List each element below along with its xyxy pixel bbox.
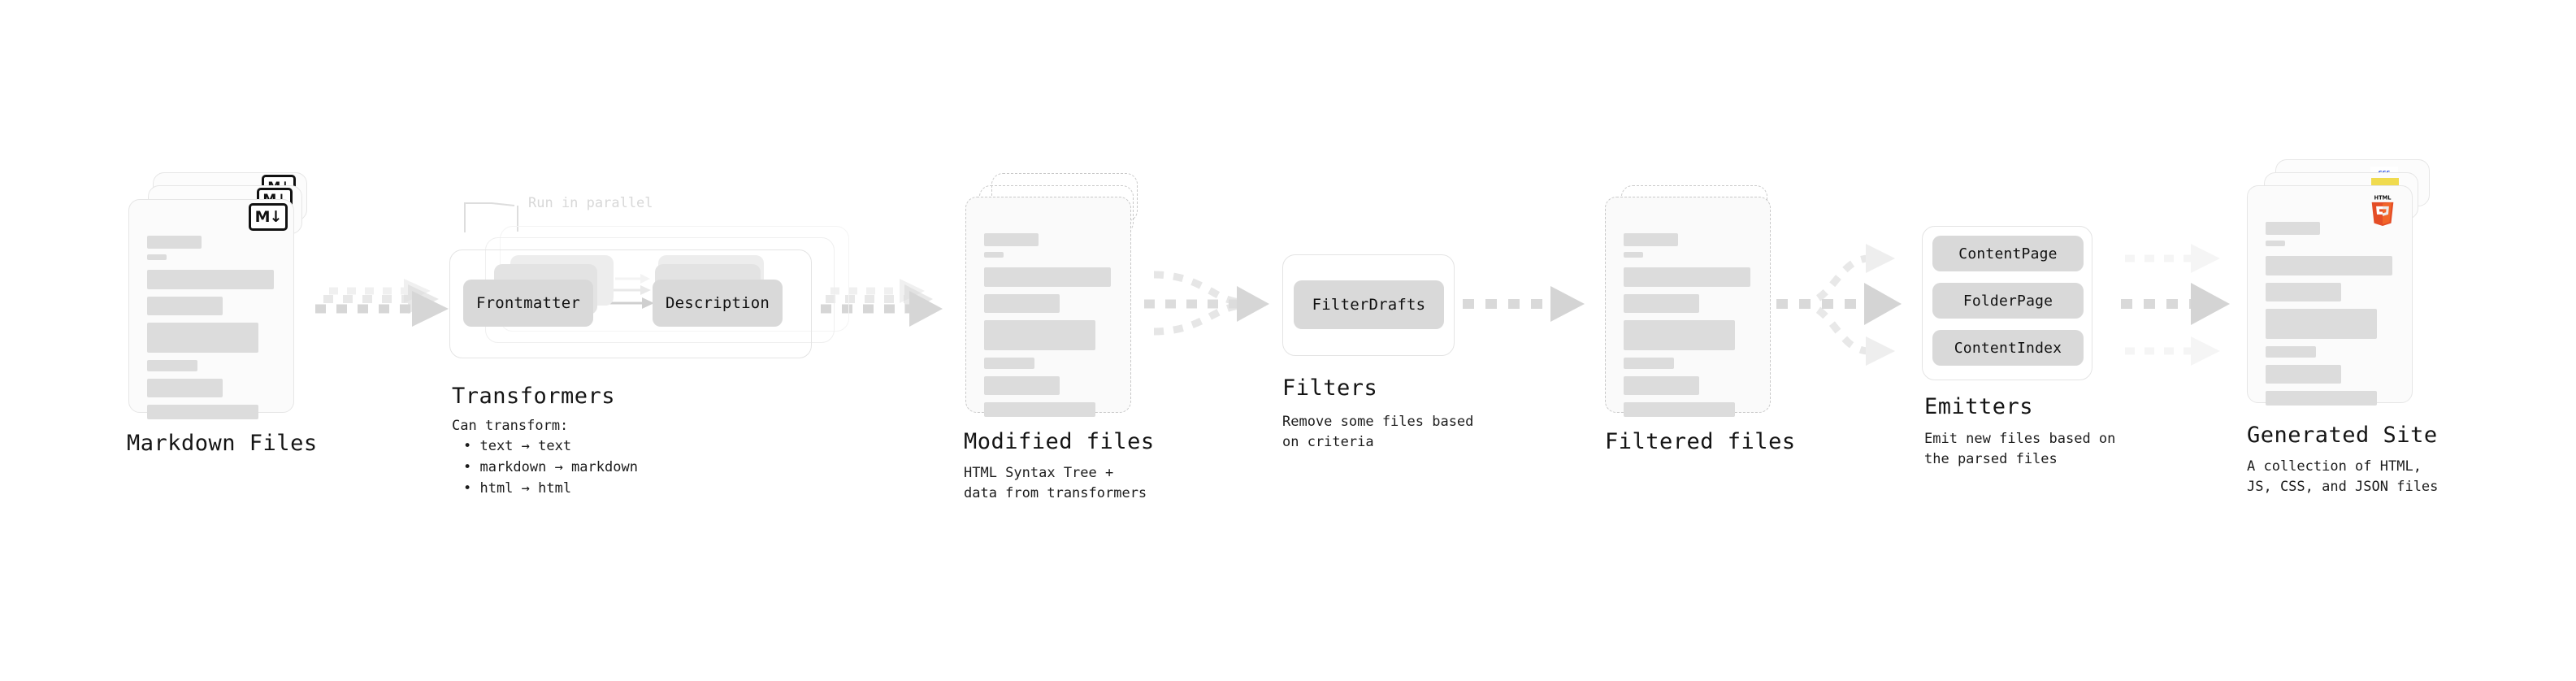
emitter-chip-folderpage[interactable]: FolderPage (1932, 283, 2084, 319)
transformer-chip-description[interactable]: Description (653, 280, 783, 327)
emitters-description: Emit new files based on the parsed files (1924, 431, 2116, 467)
placeholder-line (147, 236, 202, 249)
placeholder-line (147, 270, 274, 289)
emitter-chip-contentindex[interactable]: ContentIndex (1932, 330, 2084, 366)
transformers-bullet-1: • markdown → markdown (463, 459, 638, 475)
placeholder-line (147, 323, 258, 353)
placeholder-line (1624, 358, 1674, 369)
placeholder-line (2266, 283, 2341, 301)
placeholder-line (1624, 294, 1699, 313)
transformers-description: Can transform: (452, 418, 569, 434)
placeholder-line (984, 320, 1095, 350)
arrow-filtered-to-emitters (1776, 244, 1902, 366)
filtered-card-front (1605, 197, 1771, 417)
placeholder-line (2266, 241, 2285, 246)
filtered-card-lines (1624, 233, 1757, 424)
run-in-parallel-label: Run in parallel (528, 195, 653, 211)
placeholder-line (147, 405, 258, 419)
placeholder-line (1624, 402, 1735, 417)
placeholder-line (147, 297, 223, 315)
emitter-chip-contentpage[interactable]: ContentPage (1932, 236, 2084, 271)
placeholder-line (2266, 256, 2392, 275)
placeholder-line (984, 233, 1039, 246)
stage-title-markdown-files: Markdown Files (127, 431, 318, 456)
placeholder-line (2266, 365, 2341, 384)
transformer-group-front (449, 249, 812, 358)
placeholder-line (984, 294, 1060, 313)
placeholder-line (2266, 346, 2316, 358)
arrow-filters-to-filtered (1463, 286, 1585, 322)
stage-title-filtered-files: Filtered files (1605, 429, 1796, 454)
placeholder-line (2266, 391, 2377, 406)
placeholder-line (147, 254, 167, 260)
transformers-bullet-0: • text → text (463, 438, 572, 454)
placeholder-line (984, 402, 1095, 417)
placeholder-line (1624, 233, 1678, 246)
placeholder-line (984, 267, 1111, 287)
stage-title-emitters: Emitters (1924, 394, 2034, 419)
arrow-emitters-to-site (2121, 244, 2230, 366)
html5-icon: HTML (2369, 193, 2396, 226)
filters-description: Remove some files based on criteria (1282, 414, 1474, 450)
placeholder-line (1624, 267, 1750, 287)
stage-title-transformers: Transformers (452, 384, 616, 409)
placeholder-line (984, 358, 1034, 369)
arrow-markdown-to-transformers (315, 279, 449, 327)
placeholder-line (2266, 309, 2377, 339)
markdown-card-lines (147, 236, 280, 427)
html5-icon-svg: HTML (2371, 195, 2394, 226)
stage-title-filters: Filters (1282, 375, 1378, 401)
placeholder-line (984, 376, 1060, 395)
site-card-front (2247, 185, 2413, 406)
placeholder-line (1624, 252, 1643, 258)
transformer-chip-frontmatter[interactable]: Frontmatter (463, 280, 593, 327)
transformers-bullet-2: • html → html (463, 480, 572, 497)
stage-title-generated-site: Generated Site (2247, 423, 2438, 448)
placeholder-line (147, 379, 223, 397)
placeholder-line (1624, 320, 1735, 350)
modified-card-front (965, 197, 1131, 417)
filter-chip-filterdrafts[interactable]: FilterDrafts (1294, 280, 1444, 329)
placeholder-line (147, 360, 197, 371)
placeholder-line (1624, 376, 1699, 395)
stage-title-modified-files: Modified files (964, 429, 1155, 454)
markdown-icon-glyph: M↓ (254, 207, 283, 226)
generated-site-description: A collection of HTML, JS, CSS, and JSON … (2247, 458, 2439, 495)
modified-card-lines (984, 233, 1117, 424)
markdown-icon: M↓ (249, 203, 288, 231)
svg-text:HTML: HTML (2374, 195, 2392, 202)
placeholder-line (984, 252, 1004, 258)
arrow-modified-to-filters (1144, 271, 1269, 336)
modified-files-description: HTML Syntax Tree + data from transformer… (964, 465, 1147, 501)
placeholder-line (2266, 222, 2320, 235)
site-card-lines (2266, 222, 2399, 413)
markdown-card-front (128, 199, 294, 419)
